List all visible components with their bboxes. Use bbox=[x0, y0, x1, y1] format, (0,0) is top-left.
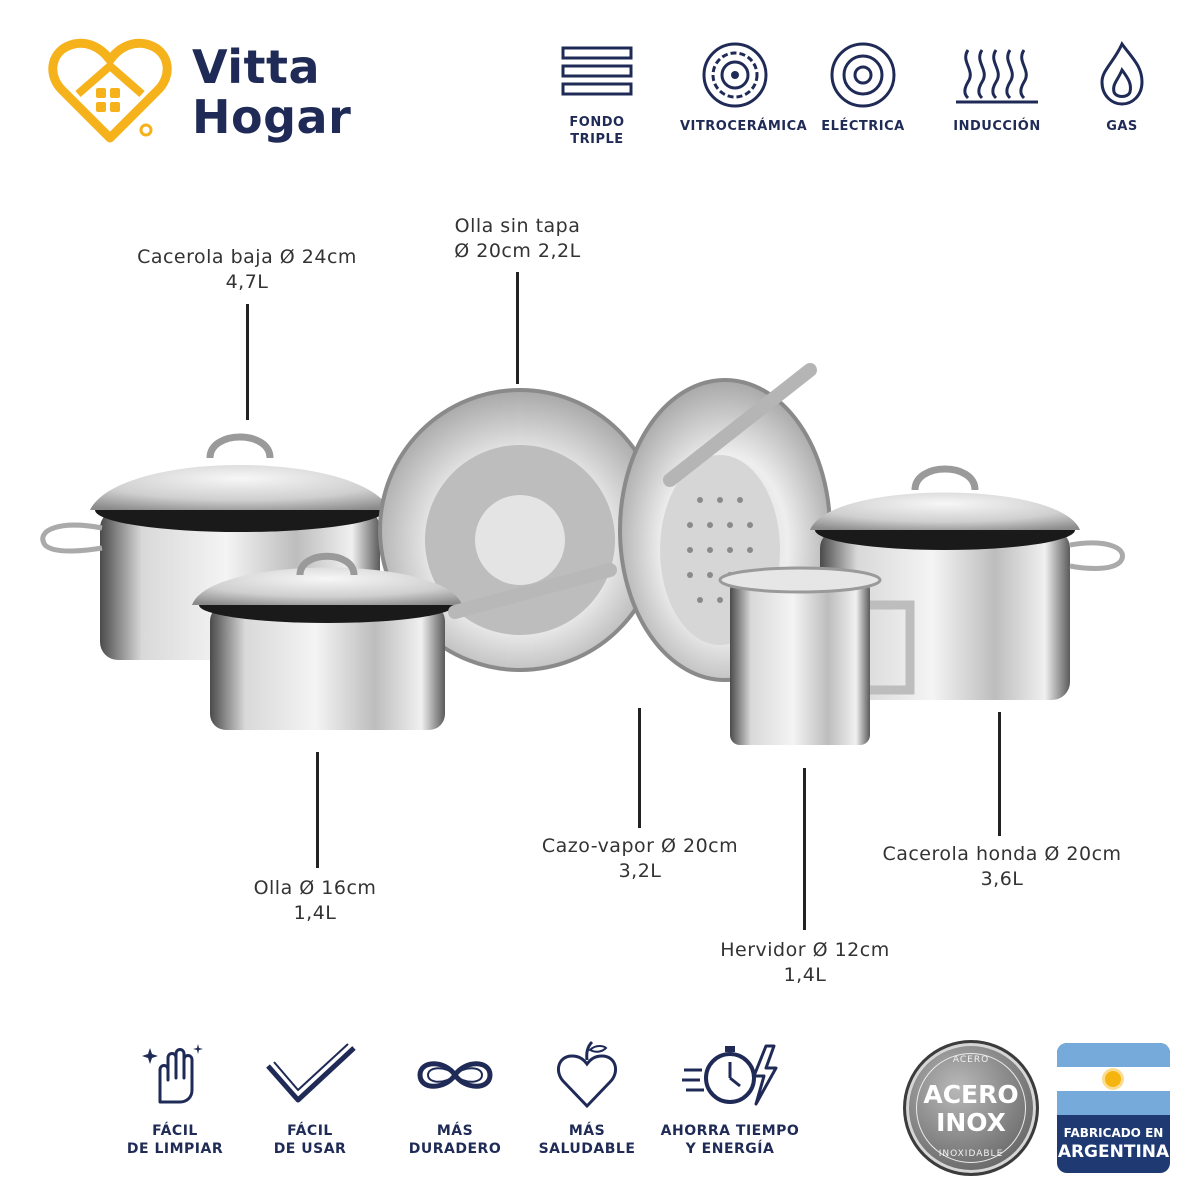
hervidor-image bbox=[718, 566, 915, 745]
callout-olla-sin-tapa: Olla sin tapa Ø 20cm 2,2L bbox=[400, 214, 635, 264]
product-name: Olla Ø 16cm bbox=[253, 877, 377, 899]
cooktop-label-2: TRIPLE bbox=[570, 132, 624, 147]
feature-label: FÁCIL bbox=[287, 1123, 333, 1139]
feature-durable: MÁS DURADERO bbox=[390, 1040, 520, 1158]
badge-main-line1: ACERO bbox=[923, 1080, 1019, 1109]
gas-flame-icon bbox=[1100, 40, 1144, 106]
olla-image bbox=[192, 552, 617, 730]
cooktop-label: FONDO bbox=[569, 115, 625, 130]
callout-cacerola-baja: Cacerola baja Ø 24cm 4,7L bbox=[112, 245, 382, 295]
house-heart-icon bbox=[48, 38, 172, 143]
feature-easy-clean: FÁCIL DE LIMPIAR bbox=[110, 1040, 240, 1158]
made-in-argentina-badge: FABRICADO EN ARGENTINA bbox=[1057, 1043, 1170, 1173]
cleaning-hand-icon bbox=[142, 1044, 203, 1104]
badge-top-text: ACERO bbox=[952, 1055, 990, 1065]
callout-cacerola-honda: Cacerola honda Ø 20cm 3,6L bbox=[870, 842, 1134, 892]
argentina-flag-icon bbox=[1057, 1043, 1170, 1115]
callout-cazo-vapor: Cazo-vapor Ø 20cm 3,2L bbox=[520, 834, 760, 884]
badge-ring bbox=[916, 1053, 1026, 1163]
vitroceramic-icon bbox=[702, 42, 768, 108]
checkmark-icon bbox=[266, 1043, 356, 1103]
feature-label: MÁS bbox=[568, 1123, 606, 1139]
timer-energy-icon bbox=[682, 1044, 778, 1106]
triple-base-icon bbox=[561, 46, 633, 96]
feature-easy-use: FÁCIL DE USAR bbox=[245, 1040, 375, 1158]
feature-label: AHORRA TIEMPO bbox=[660, 1123, 800, 1139]
apple-heart-icon bbox=[556, 1040, 618, 1109]
feature-label-2: SALUDABLE bbox=[538, 1141, 636, 1157]
product-name: Hervidor Ø 12cm bbox=[720, 939, 890, 961]
feature-healthy: MÁS SALUDABLE bbox=[522, 1040, 652, 1158]
feature-label-2: Y ENERGÍA bbox=[685, 1141, 775, 1157]
badge-arg-line2: ARGENTINA bbox=[1057, 1142, 1170, 1162]
electric-icon bbox=[830, 42, 896, 108]
feature-save-time-energy: AHORRA TIEMPO Y ENERGÍA bbox=[650, 1040, 810, 1158]
cooktop-gas: GAS bbox=[1067, 40, 1177, 135]
cooktop-label: ELÉCTRICA bbox=[821, 119, 905, 134]
brand-line1: Vitta bbox=[192, 40, 321, 94]
feature-label: FÁCIL bbox=[152, 1123, 198, 1139]
brand-logo bbox=[44, 38, 176, 148]
cooktop-triple-base: FONDO TRIPLE bbox=[542, 42, 652, 148]
product-name: Cazo-vapor Ø 20cm bbox=[541, 835, 739, 857]
cooktop-induction: INDUCCIÓN bbox=[942, 40, 1052, 135]
product-name: Cacerola baja Ø 24cm bbox=[137, 246, 357, 268]
product-name: Olla sin tapa bbox=[454, 215, 581, 237]
cooktop-vitroceramic: VITROCERÁMICA bbox=[680, 40, 808, 135]
cacerola-honda-image bbox=[810, 465, 1125, 700]
cooktop-label: VITROCERÁMICA bbox=[680, 119, 808, 134]
induction-icon bbox=[956, 49, 1038, 104]
acero-inox-badge: ACERO ACERO INOX INOXIDABLE bbox=[903, 1040, 1039, 1176]
leader-line bbox=[316, 752, 319, 868]
product-capacity: 1,4L bbox=[783, 964, 827, 986]
leader-line bbox=[803, 768, 806, 930]
callout-olla: Olla Ø 16cm 1,4L bbox=[215, 876, 415, 926]
product-capacity: 4,7L bbox=[225, 271, 269, 293]
badge-arg-line1: FABRICADO EN bbox=[1063, 1126, 1164, 1140]
leader-line bbox=[246, 304, 249, 420]
sun-of-may-icon bbox=[1105, 1071, 1121, 1087]
product-name: Cacerola honda Ø 20cm bbox=[882, 843, 1122, 865]
callout-hervidor: Hervidor Ø 12cm 1,4L bbox=[705, 938, 905, 988]
feature-label-2: DE USAR bbox=[273, 1141, 347, 1157]
feature-label: MÁS bbox=[436, 1123, 474, 1139]
cookware-set-image bbox=[40, 363, 1125, 745]
brand-line2: Hogar bbox=[192, 90, 352, 144]
leader-line bbox=[638, 708, 641, 828]
cooktop-label: GAS bbox=[1106, 119, 1138, 134]
feature-label-2: DE LIMPIAR bbox=[126, 1141, 224, 1157]
product-capacity: 1,4L bbox=[293, 902, 337, 924]
cooktop-label: INDUCCIÓN bbox=[953, 119, 1041, 134]
infinity-icon bbox=[417, 1061, 493, 1089]
badge-main-line2: INOX bbox=[936, 1108, 1006, 1137]
brand-name: Vitta Hogar bbox=[192, 42, 351, 142]
product-capacity: 3,6L bbox=[980, 868, 1024, 890]
product-capacity: 3,2L bbox=[618, 860, 662, 882]
product-capacity: Ø 20cm 2,2L bbox=[454, 240, 581, 262]
feature-label-2: DURADERO bbox=[408, 1141, 502, 1157]
cooktop-electric: ELÉCTRICA bbox=[808, 40, 918, 135]
badge-bottom-text: INOXIDABLE bbox=[938, 1149, 1004, 1159]
leader-line bbox=[998, 712, 1001, 836]
leader-line bbox=[516, 272, 519, 384]
badge-main-text: ACERO INOX bbox=[906, 1081, 1036, 1137]
